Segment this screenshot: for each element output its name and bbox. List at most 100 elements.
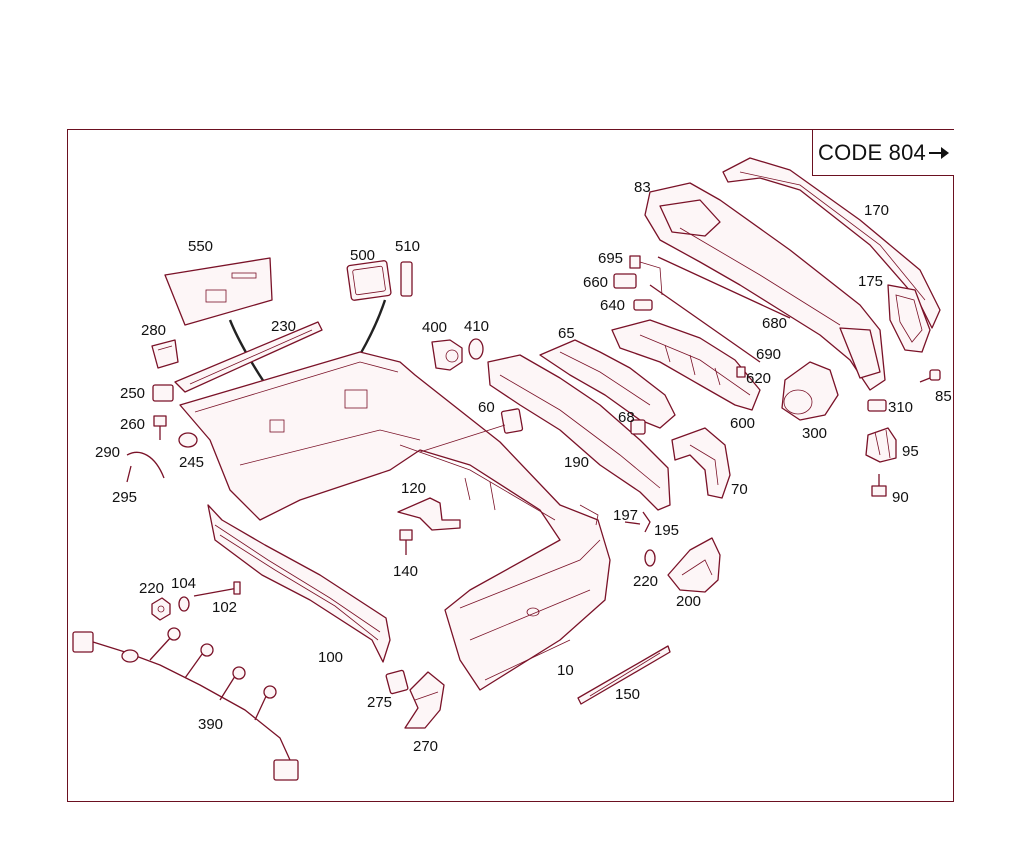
part-280-bracket [151, 339, 179, 369]
part-510-clip [400, 261, 413, 297]
callout-150: 150 [615, 686, 640, 703]
diagram-frame [67, 129, 954, 802]
callout-95: 95 [902, 443, 919, 460]
callout-170: 170 [864, 202, 889, 219]
callout-195: 195 [654, 522, 679, 539]
callout-102: 102 [212, 599, 237, 616]
callout-100: 100 [318, 649, 343, 666]
callout-300: 300 [802, 425, 827, 442]
callout-200: 200 [676, 593, 701, 610]
callout-690: 690 [756, 346, 781, 363]
callout-695: 695 [598, 250, 623, 267]
callout-85: 85 [935, 388, 952, 405]
callout-68: 68 [618, 409, 635, 426]
part-68-clip [630, 419, 646, 435]
callout-250: 250 [120, 385, 145, 402]
callout-620: 620 [746, 370, 771, 387]
callout-10: 10 [557, 662, 574, 679]
part-190-absorber [487, 354, 671, 511]
code-label: CODE 804 [818, 139, 926, 165]
part-400-sensor [431, 339, 463, 371]
part-95-bracket [865, 427, 897, 463]
callout-260: 260 [120, 416, 145, 433]
part-195-clip [642, 511, 651, 533]
callout-60: 60 [478, 399, 495, 416]
part-175-ring [887, 284, 931, 353]
part-695-wire [639, 261, 663, 296]
part-83-upper-panel [644, 182, 886, 391]
part-270-bracket [404, 671, 445, 729]
part-150-trim [577, 645, 671, 705]
part-250-plate [152, 384, 174, 402]
part-410-ring [468, 338, 484, 360]
part-65-carrier [539, 339, 676, 429]
part-300-exhaust [781, 361, 839, 421]
part-260-screw [153, 415, 167, 440]
part-104-washer [178, 596, 190, 612]
callout-197: 197 [613, 507, 638, 524]
callout-600: 600 [730, 415, 755, 432]
callout-120: 120 [401, 480, 426, 497]
part-120-bracket [397, 477, 496, 531]
part-90-screw [871, 474, 887, 497]
callout-680: 680 [762, 315, 787, 332]
callout-640: 640 [600, 297, 625, 314]
part-220-nut-right [644, 549, 656, 567]
part-70-bracket [671, 427, 731, 499]
callout-labels: 10 60 65 68 70 83 85 90 95 100 102 104 1… [95, 179, 952, 755]
part-290-strip [126, 451, 165, 479]
callout-230: 230 [271, 318, 296, 335]
part-310-clip [867, 399, 887, 412]
callout-290: 290 [95, 444, 120, 461]
part-275-clip [385, 669, 409, 695]
part-140-screw [399, 529, 413, 555]
part-640-sensor [633, 299, 653, 311]
part-102-pin [193, 587, 239, 597]
part-100-lower-panel [207, 504, 391, 663]
part-390-harness [72, 627, 299, 781]
part-60-plate [419, 408, 524, 453]
part-230-strip [174, 321, 323, 393]
part-245-grommet [178, 432, 198, 448]
code-box: CODE 804 [812, 130, 954, 176]
callout-295: 295 [112, 489, 137, 506]
callout-660: 660 [583, 274, 608, 291]
callout-190: 190 [564, 454, 589, 471]
callout-245: 245 [179, 454, 204, 471]
part-620-clip [736, 366, 746, 378]
part-660-bracket [613, 273, 637, 289]
callout-83: 83 [634, 179, 651, 196]
callout-270: 270 [413, 738, 438, 755]
callout-220-left: 220 [139, 580, 164, 597]
callout-390: 390 [198, 716, 223, 733]
callout-140: 140 [393, 563, 418, 580]
arrow-right-icon [928, 146, 949, 159]
part-197-pin [624, 521, 641, 525]
callout-280: 280 [141, 322, 166, 339]
part-85-pin [919, 369, 941, 383]
callout-65: 65 [558, 325, 575, 342]
callout-275: 275 [367, 694, 392, 711]
callout-104: 104 [171, 575, 196, 592]
part-102-pin-head [233, 581, 241, 595]
part-680-rod [657, 256, 791, 319]
callout-70: 70 [731, 481, 748, 498]
part-220-nut-left [151, 597, 171, 621]
callout-220-right: 220 [633, 573, 658, 590]
part-600-support [611, 319, 761, 411]
part-200-bracket [667, 537, 721, 593]
callout-175: 175 [858, 273, 883, 290]
part-550-panel [164, 257, 273, 326]
part-500-cover [346, 260, 392, 301]
callout-310: 310 [888, 399, 913, 416]
callout-550: 550 [188, 238, 213, 255]
part-170-trim [722, 157, 941, 329]
callout-510: 510 [395, 238, 420, 255]
callout-500: 500 [350, 247, 375, 264]
callout-90: 90 [892, 489, 909, 506]
callout-410: 410 [464, 318, 489, 335]
callout-400: 400 [422, 319, 447, 336]
part-690-rod [649, 284, 761, 363]
part-295-pin [126, 465, 132, 483]
